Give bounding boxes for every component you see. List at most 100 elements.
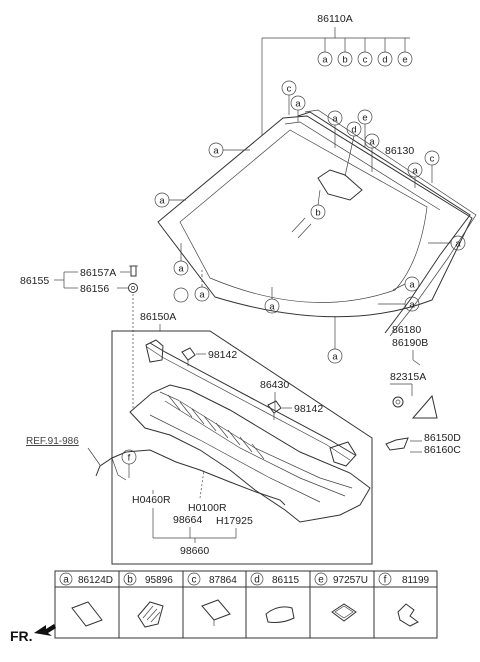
callout-a-ws-left: a	[208, 142, 224, 158]
callout-d-top: d	[377, 51, 393, 67]
windshield-glass	[157, 115, 473, 318]
callout-a-ws-right-mid: a	[404, 276, 420, 292]
label-86157a: 86157A	[80, 267, 116, 279]
clip-98142-upper	[181, 347, 196, 366]
svg-text:a: a	[159, 196, 165, 207]
callout-a-ws-bottom-2: a	[264, 298, 280, 314]
svg-text:87864: 87864	[209, 575, 237, 586]
svg-text:c: c	[192, 575, 197, 586]
callout-a-ws-1: a	[290, 95, 306, 111]
clip-82315a-icon	[392, 396, 404, 408]
label-86150a: 86150A	[140, 311, 176, 323]
svg-text:86115: 86115	[272, 575, 300, 586]
front-label: FR.	[10, 628, 33, 644]
cowl-panel	[129, 384, 371, 523]
svg-text:a: a	[369, 137, 375, 148]
svg-text:e: e	[402, 55, 407, 66]
callout-f-hose: f	[121, 449, 137, 465]
svg-text:97257U: 97257U	[333, 575, 368, 586]
legend-icon-97257u	[331, 603, 357, 622]
mirror-mount	[317, 169, 363, 201]
parts-legend-table	[54, 570, 438, 639]
callout-d-ws: d	[346, 121, 362, 137]
callout-c-top: c	[357, 51, 373, 67]
label-86110a: 86110A	[317, 13, 352, 25]
label-h0460r: H0460R	[132, 494, 171, 506]
cowl-assembly-frame	[111, 330, 373, 565]
callout-e-top: e	[397, 51, 413, 67]
svg-text:a: a	[332, 114, 338, 125]
washer-hose	[95, 449, 286, 506]
side-cover-icon	[411, 394, 438, 419]
label-86430: 86430	[260, 379, 289, 391]
svg-text:a: a	[213, 146, 219, 157]
svg-text:86124D: 86124D	[78, 575, 113, 586]
moulding-strip	[297, 109, 477, 337]
svg-text:c: c	[430, 154, 435, 165]
svg-text:a: a	[199, 290, 205, 301]
svg-text:c: c	[287, 84, 292, 95]
label-86130: 86130	[385, 145, 414, 157]
svg-text:81199: 81199	[402, 575, 430, 586]
cowl-seal-end-icon	[385, 437, 409, 451]
legend-icon-86115	[265, 606, 295, 623]
label-86156: 86156	[80, 283, 109, 295]
svg-text:a: a	[409, 280, 415, 291]
legend-icon-87864	[201, 599, 231, 626]
label-82315a: 82315A	[390, 371, 426, 383]
clip-98142-lower	[267, 400, 282, 420]
callout-a-ws-left2: a	[154, 192, 170, 208]
svg-text:e: e	[362, 113, 367, 124]
svg-text:c: c	[363, 55, 368, 66]
callout-a-ws-bottom-1: a	[194, 286, 210, 302]
callout-a-ws-4: a	[407, 162, 423, 178]
svg-text:f: f	[128, 453, 131, 464]
svg-text:d: d	[254, 575, 260, 586]
label-h0100r: H0100R	[188, 502, 227, 514]
callout-e-ws: e	[357, 109, 373, 125]
label-98664: 98664	[173, 514, 202, 526]
svg-text:a: a	[178, 264, 184, 275]
svg-text:d: d	[351, 125, 356, 136]
legend-header-f: f 81199	[378, 572, 430, 586]
svg-text:a: a	[269, 302, 275, 313]
callout-a-ws-bottom-3: a	[327, 348, 343, 364]
svg-text:a: a	[332, 352, 338, 363]
svg-text:95896: 95896	[145, 575, 173, 586]
label-86150d: 86150D	[424, 432, 461, 444]
legend-icon-95896	[137, 601, 164, 628]
svg-text:b: b	[315, 208, 320, 219]
cowl-end-piece	[145, 339, 357, 467]
ref-91-986[interactable]: REF.91-986	[26, 436, 79, 447]
callout-bracket-86110a	[261, 27, 410, 135]
callout-b-ws: b	[310, 204, 326, 220]
svg-text:b: b	[127, 575, 133, 586]
callout-c-ws: c	[281, 80, 297, 96]
callout-a-ws-3: a	[364, 133, 380, 149]
legend-header-e: e 97257U	[314, 572, 368, 586]
svg-text:b: b	[342, 55, 347, 66]
legend-header-b: b 95896	[123, 572, 173, 586]
callout-a-ws-right: a	[450, 235, 466, 251]
callout-b-top: b	[337, 51, 353, 67]
svg-text:a: a	[455, 239, 461, 250]
front-arrow-icon	[34, 624, 56, 636]
legend-header-c: c 87864	[187, 572, 237, 586]
bolt-icon	[129, 265, 138, 277]
svg-text:f: f	[384, 575, 387, 586]
callout-a-ws-lower-left: a	[173, 260, 189, 276]
label-98142-lower: 98142	[294, 403, 323, 415]
svg-text:a: a	[412, 166, 418, 177]
legend-header-a: a 86124D	[59, 572, 113, 586]
label-86190b: 86190B	[392, 337, 428, 349]
callout-f-ws	[173, 287, 189, 303]
svg-text:a: a	[322, 55, 328, 66]
svg-text:d: d	[382, 55, 387, 66]
svg-text:a: a	[409, 300, 415, 311]
nut-icon	[128, 283, 138, 293]
legend-header-d: d 86115	[250, 572, 300, 586]
cowl-seal-strip	[146, 342, 356, 461]
label-86160c: 86160C	[424, 444, 461, 456]
svg-text:a: a	[63, 575, 69, 586]
